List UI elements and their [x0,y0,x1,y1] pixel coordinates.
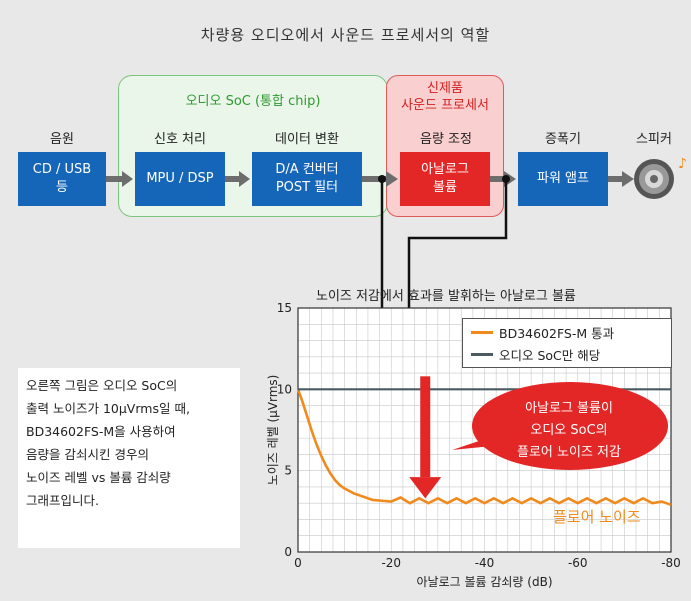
callout-bubble [452,382,668,470]
x-tick-label: -60 [568,556,588,570]
note-line: 그래프입니다. [26,493,99,508]
y-tick-label: 10 [277,382,292,396]
explanation-note: 오른쪽 그림은 오디오 SoC의 출력 노이즈가 10μVrms일 때, BD3… [18,368,240,548]
mpu-dsp-block-text: MPU / DSP [146,171,214,186]
speaker-icon: ♪ [634,156,687,199]
x-tick-label: -40 [475,556,495,570]
source-block-line2: 등 [56,180,68,195]
callout-text: 아날로그 볼륨이 오디오 SoC의 플로어 노이즈 저감 [482,398,656,464]
source-block: CD / USB 등 [18,152,106,206]
stage-label-speaker: 스피커 [636,132,672,147]
flow-arrow-2 [225,171,250,187]
x-axis-label: 아날로그 볼륨 감쇠량 (dB) [416,575,552,589]
new-product-label-line1: 신제품 [427,81,463,96]
note-line: 음량을 감쇠시킨 경우의 [26,447,149,462]
flow-arrow-5 [608,171,634,187]
legend-label-soc: 오디오 SoC만 해당 [499,347,601,363]
x-tick-label: -20 [381,556,401,570]
y-tick-label: 15 [277,301,292,315]
callout-line: 아날로그 볼륨이 [525,401,613,416]
reduction-arrow-head [409,477,442,499]
plot-frame [297,307,672,553]
reduction-arrow-shaft [420,376,431,478]
dac-block-line1: D/A 컨버터 [275,162,339,177]
new-product-label-line2: 사운드 프로세서 [401,98,489,113]
source-block-line1: CD / USB [32,162,92,177]
diagram-title: 차량용 오디오에서 사운드 프로세서의 역할 [200,26,491,44]
note-line: 출력 노이즈가 10μVrms일 때, [26,401,190,416]
series-line-bd34602 [296,388,672,507]
svg-text:♪: ♪ [678,156,687,172]
note-line: BD34602FS-M을 사용하여 [26,424,176,439]
legend-swatch-gray [471,352,493,356]
legend-swatch-orange [471,330,493,334]
y-axis-label: 노이즈 레벨 (μVrms) [266,375,280,486]
note-line: 노이즈 레벨 vs 볼륨 감쇠량 [26,470,171,485]
new-product-label: 신제품 사운드 프로세서 [386,80,504,114]
stage-label-amp: 증폭기 [545,132,581,147]
floor-noise-label: 플로어 노이즈 [553,508,641,526]
legend-label-bd: BD34602FS-M 통과 [499,325,615,341]
callout-line: 오디오 SoC의 [530,423,608,438]
stage-label-source: 음원 [50,132,74,147]
power-amp-block-text: 파워 앰프 [537,171,589,186]
x-tick-label: 0 [294,556,302,570]
chart-legend: BD34602FS-M 통과 오디오 SoC만 해당 [462,318,672,368]
note-line: 오른쪽 그림은 오디오 SoC의 [26,378,178,393]
analog-volume-line1: 아날로그 [421,162,469,177]
flow-arrow-1 [106,171,133,187]
callout-line: 플로어 노이즈 저감 [517,445,621,460]
analog-volume-line2: 볼륨 [433,180,457,195]
chart-title: 노이즈 저감에서 효과를 발휘하는 아날로그 볼륨 [316,289,576,304]
dac-block: D/A 컨버터 POST 필터 [252,152,362,206]
y-tick-label: 0 [284,545,292,559]
mpu-dsp-block: MPU / DSP [135,152,225,206]
y-tick-label: 5 [284,464,292,478]
x-tick-label: -80 [661,556,681,570]
stage-label-convert: 데이터 변환 [275,132,339,147]
dac-block-line2: POST 필터 [275,180,339,195]
power-amp-block: 파워 앰프 [518,152,608,206]
stage-label-volume: 음량 조정 [420,132,472,147]
stage-label-signal: 신호 처리 [154,132,206,147]
soc-group-label: 오디오 SoC (통합 chip) [185,94,321,109]
